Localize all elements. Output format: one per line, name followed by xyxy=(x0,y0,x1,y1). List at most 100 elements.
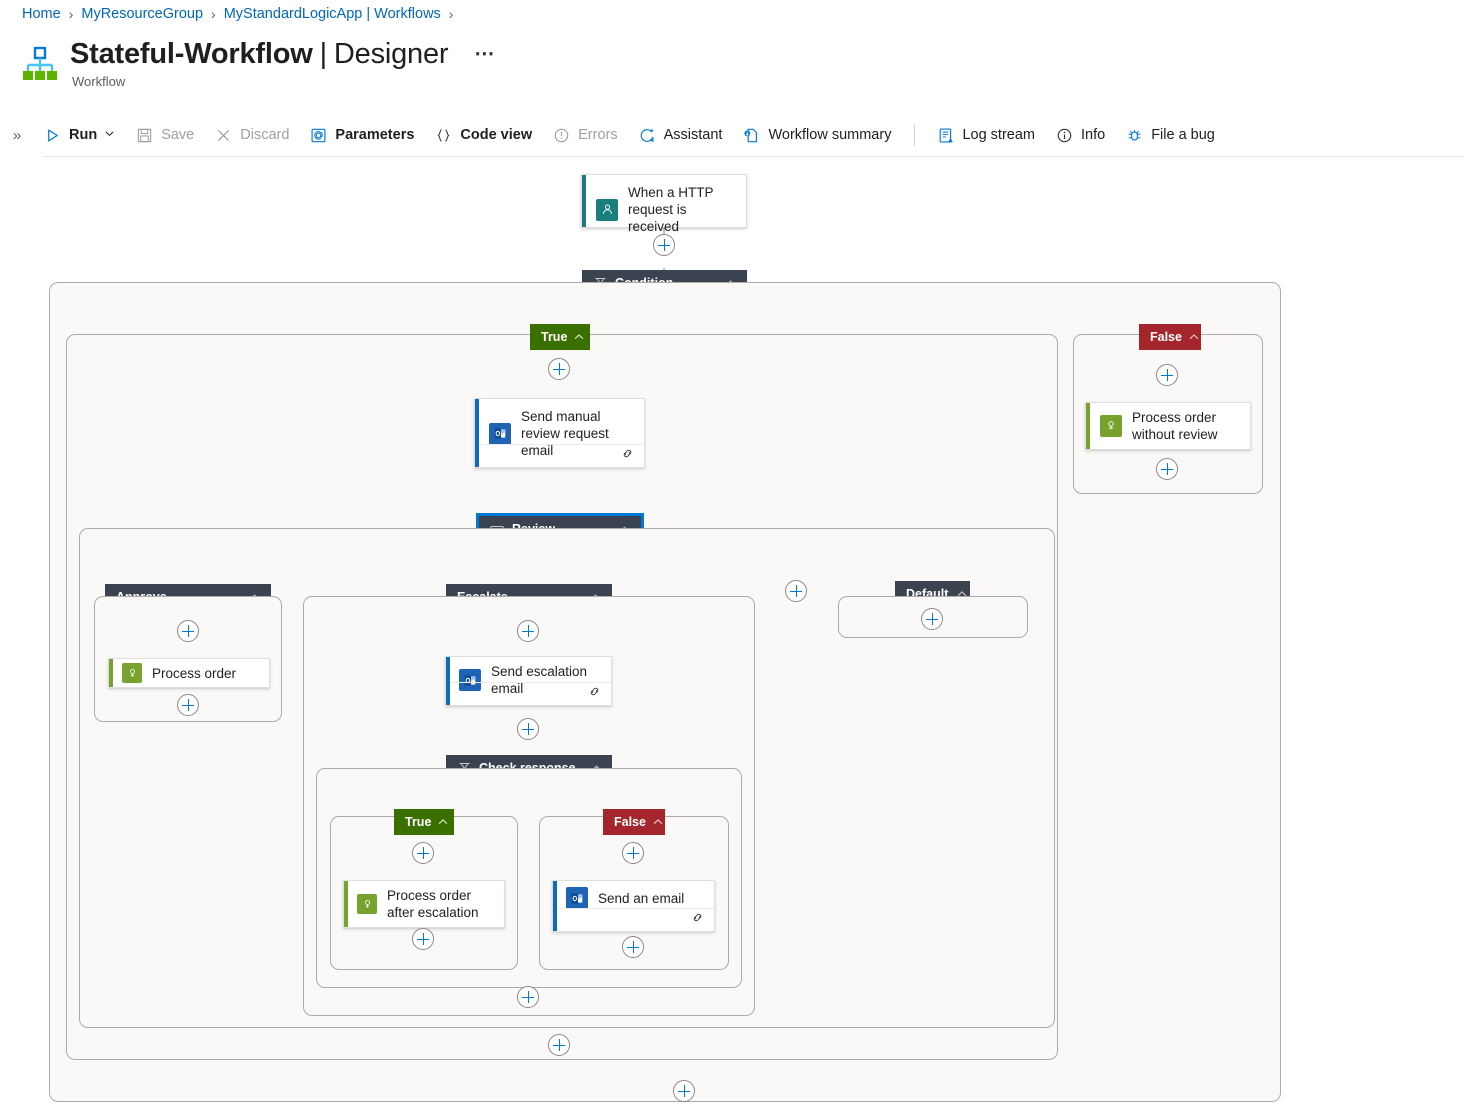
trigger-node-http-request[interactable]: When a HTTP request is received xyxy=(581,174,747,234)
assistant-button[interactable]: Assistant xyxy=(629,120,732,150)
nested-true-label-text: True xyxy=(405,815,432,829)
command-bar: » Run Save Discard xyxy=(0,113,1464,157)
service-bus-icon xyxy=(357,894,377,914)
save-button-label: Save xyxy=(161,127,195,143)
action-node-label: Send escalation email xyxy=(491,664,588,696)
add-action-button[interactable] xyxy=(412,842,434,864)
workflow-summary-button-label: Workflow summary xyxy=(768,127,892,143)
breadcrumb-separator-icon: › xyxy=(211,6,216,22)
page-title: Stateful-Workflow | Designer ⋯ xyxy=(70,36,496,72)
file-a-bug-button[interactable]: File a bug xyxy=(1116,120,1224,150)
action-node-process-order-after-escalation[interactable]: Process order after escalation xyxy=(343,880,505,928)
action-node-label: Send an email xyxy=(598,890,685,906)
action-node-label: Process order after escalation xyxy=(387,888,479,920)
info-button[interactable]: Info xyxy=(1046,120,1114,150)
run-button[interactable]: Run xyxy=(34,120,124,150)
page-header: Stateful-Workflow | Designer ⋯ Workflow xyxy=(20,36,496,89)
add-action-button[interactable] xyxy=(517,986,539,1008)
action-node-process-order[interactable]: Process order xyxy=(108,658,270,688)
parameters-button-label: Parameters xyxy=(335,127,415,143)
trigger-node-label: When a HTTP request is received xyxy=(628,185,714,234)
false-branch-label[interactable]: False xyxy=(1139,324,1201,350)
add-action-button[interactable] xyxy=(1156,458,1178,480)
log-stream-button-label: Log stream xyxy=(962,127,1035,143)
action-node-send-escalation-email[interactable]: Send escalation email xyxy=(445,656,612,706)
node-accent-bar xyxy=(582,175,586,227)
action-node-label: Process order xyxy=(152,665,237,681)
add-action-button[interactable] xyxy=(412,928,434,950)
at-bracket-icon xyxy=(309,126,328,145)
error-circle-icon xyxy=(552,126,571,145)
connection-link-icon[interactable] xyxy=(691,911,704,929)
node-accent-bar xyxy=(446,657,450,705)
chevron-double-right-icon[interactable]: » xyxy=(12,126,22,144)
sparkle-chat-icon xyxy=(638,126,657,145)
add-action-button[interactable] xyxy=(653,234,675,256)
page-title-divider: | xyxy=(319,38,328,70)
errors-button-label: Errors xyxy=(578,127,618,143)
node-accent-bar xyxy=(553,881,557,931)
node-accent-bar xyxy=(475,399,479,467)
collapse-chevron-icon[interactable] xyxy=(567,331,585,343)
add-case-button[interactable] xyxy=(785,580,807,602)
add-action-button[interactable] xyxy=(921,608,943,630)
play-icon xyxy=(43,126,62,145)
code-view-button[interactable]: Code view xyxy=(425,120,541,150)
add-action-button[interactable] xyxy=(177,694,199,716)
add-action-button[interactable] xyxy=(622,842,644,864)
workflow-designer-canvas[interactable]: When a HTTP request is received Conditio… xyxy=(0,158,1464,1108)
add-action-button[interactable] xyxy=(517,620,539,642)
code-view-button-label: Code view xyxy=(460,127,533,143)
add-action-button[interactable] xyxy=(548,358,570,380)
add-action-button[interactable] xyxy=(177,620,199,642)
nested-false-label[interactable]: False xyxy=(603,809,665,835)
page-title-sub: Designer xyxy=(333,38,449,70)
outlook-icon xyxy=(566,887,588,909)
breadcrumb-separator-icon: › xyxy=(448,6,454,22)
action-node-label: Send manual review request email xyxy=(521,409,609,458)
collapse-chevron-icon[interactable] xyxy=(948,588,968,600)
breadcrumb-item-home[interactable]: Home xyxy=(22,6,61,22)
collapse-chevron-icon[interactable] xyxy=(646,816,664,828)
add-action-button[interactable] xyxy=(1156,364,1178,386)
service-bus-icon xyxy=(1100,415,1122,437)
connection-link-icon[interactable] xyxy=(588,685,601,703)
action-node-send-an-email[interactable]: Send an email xyxy=(552,880,715,932)
service-bus-icon xyxy=(122,663,142,683)
breadcrumb-item-logic-app[interactable]: MyStandardLogicApp | Workflows xyxy=(223,6,441,22)
info-button-label: Info xyxy=(1081,127,1106,143)
page-subtitle: Workflow xyxy=(72,74,126,90)
assistant-button-label: Assistant xyxy=(663,127,723,143)
node-accent-bar xyxy=(1086,403,1090,449)
discard-button-label: Discard xyxy=(240,127,290,143)
parameters-button[interactable]: Parameters xyxy=(300,120,423,150)
chevron-down-icon[interactable] xyxy=(104,128,115,142)
add-action-button[interactable] xyxy=(548,1034,570,1056)
connection-link-icon[interactable] xyxy=(621,447,634,465)
breadcrumb-item-resource-group[interactable]: MyResourceGroup xyxy=(81,6,204,22)
add-action-button[interactable] xyxy=(622,936,644,958)
nested-true-label[interactable]: True xyxy=(394,809,454,835)
action-node-send-manual-review[interactable]: Send manual review request email xyxy=(474,398,645,468)
true-branch-label-text: True xyxy=(541,330,568,344)
log-stream-button[interactable]: Log stream xyxy=(927,120,1044,150)
node-accent-bar xyxy=(344,881,348,927)
close-x-icon xyxy=(214,126,233,145)
true-branch-label[interactable]: True xyxy=(530,324,590,350)
add-action-button[interactable] xyxy=(673,1080,695,1102)
save-disk-icon xyxy=(135,126,154,145)
action-node-process-without-review[interactable]: Process order without review xyxy=(1085,402,1251,450)
collapse-chevron-icon[interactable] xyxy=(1182,331,1200,343)
run-button-label: Run xyxy=(69,127,98,143)
node-accent-bar xyxy=(109,659,113,687)
collapse-chevron-icon[interactable] xyxy=(431,816,449,828)
curly-braces-icon xyxy=(434,126,453,145)
workflow-summary-button[interactable]: Workflow summary xyxy=(733,120,900,150)
action-node-label: Process order without review xyxy=(1132,410,1218,442)
toolbar-divider xyxy=(914,124,916,146)
add-action-button[interactable] xyxy=(517,718,539,740)
more-options-icon[interactable]: ⋯ xyxy=(474,42,497,65)
breadcrumb: Home › MyResourceGroup › MyStandardLogic… xyxy=(22,6,461,22)
info-circle-icon xyxy=(1055,126,1074,145)
save-button: Save xyxy=(126,120,203,150)
